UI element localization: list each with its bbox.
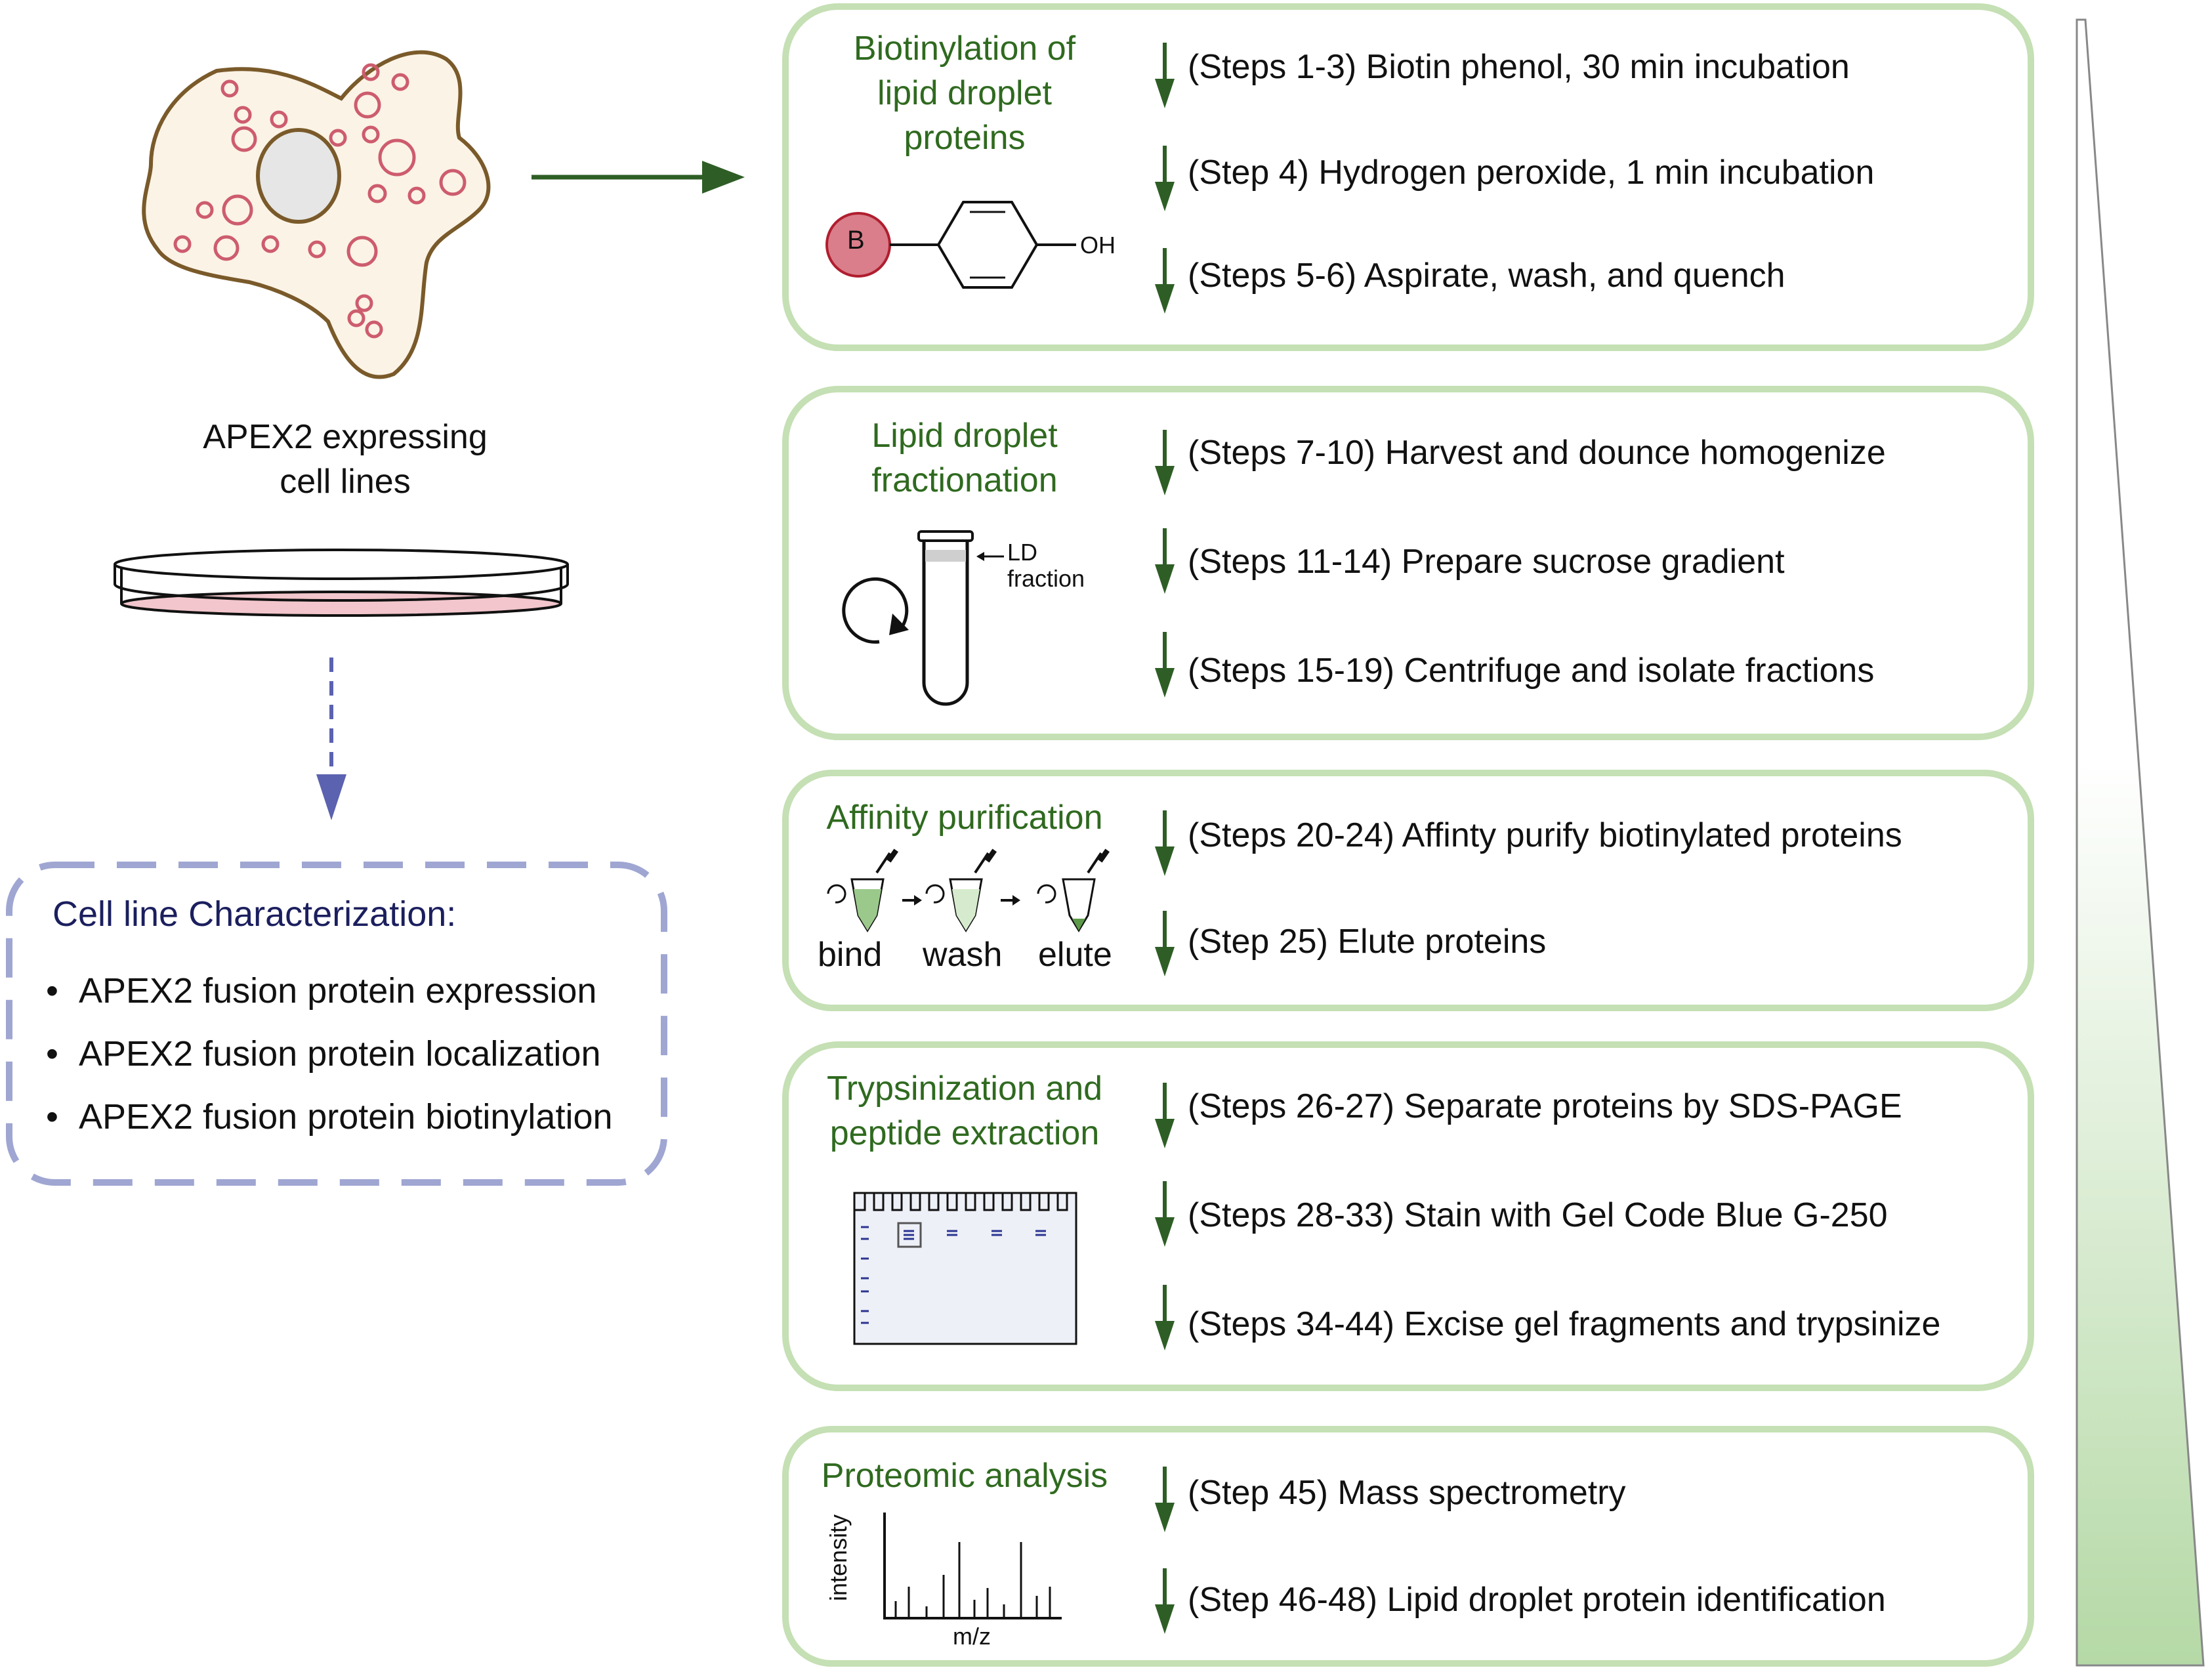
petri-dish xyxy=(114,549,569,617)
cell-label: APEX2 expressing cell lines xyxy=(118,415,572,504)
lipid-droplets xyxy=(173,63,467,339)
wash-tube xyxy=(925,848,1020,932)
cell-label-line1: APEX2 expressing xyxy=(203,418,488,456)
hydroxyl-label: OH xyxy=(1080,232,1116,259)
step-arrow xyxy=(1155,810,1175,876)
panel-2-title: Lipid droplet fractionation xyxy=(871,417,1058,499)
dashed-arrowhead xyxy=(316,774,346,820)
elute-label: elute xyxy=(1038,936,1112,974)
characterization-list: •APEX2 fusion protein expression •APEX2 … xyxy=(46,965,613,1154)
panel-3-title: Affinity purification xyxy=(826,799,1103,837)
bind-label: bind xyxy=(818,936,883,974)
step-arrow xyxy=(1155,146,1175,211)
wash-label: wash xyxy=(923,936,1003,974)
step-text: (Step 45) Mass spectrometry xyxy=(1188,1474,1626,1512)
characterization-title: Cell line Characterization: xyxy=(52,894,457,934)
step-arrow xyxy=(1155,911,1175,976)
biotin-bead-label: B xyxy=(847,226,865,255)
step-arrows xyxy=(1155,43,1175,1634)
affinity-tubes xyxy=(827,848,1110,932)
main-flow-arrowhead xyxy=(702,161,745,194)
step-arrow xyxy=(1155,632,1175,698)
spectrum-y-label: intensity xyxy=(825,1514,852,1601)
step-text: (Steps 28-33) Stain with Gel Code Blue G… xyxy=(1188,1196,1888,1234)
step-arrow xyxy=(1155,1467,1175,1532)
step-arrow xyxy=(1155,248,1175,314)
step-arrow xyxy=(1155,1568,1175,1634)
rotation-arrow xyxy=(842,577,909,644)
step-arrow xyxy=(1155,528,1175,594)
panel-4-title: Trypsinization and peptide extraction xyxy=(826,1070,1103,1152)
spectrum-x-label: m/z xyxy=(953,1623,991,1650)
step-arrow xyxy=(1155,1181,1175,1247)
bind-tube xyxy=(827,848,922,932)
step-text: (Step 46-48) Lipid droplet protein ident… xyxy=(1188,1581,1886,1619)
step-text: (Step 4) Hydrogen peroxide, 1 min incuba… xyxy=(1188,154,1875,192)
panel-4-border xyxy=(782,1041,2034,1391)
list-item: •APEX2 fusion protein expression xyxy=(46,971,597,1011)
panel-borders xyxy=(782,3,2034,1667)
panel-3-border xyxy=(782,770,2034,1011)
list-item: •APEX2 fusion protein localization xyxy=(46,1034,601,1074)
step-text: (Steps 7-10) Harvest and dounce homogeni… xyxy=(1188,434,1886,472)
panel-2-border xyxy=(782,386,2034,740)
excised-band xyxy=(897,1222,922,1248)
panel-5-title: Proteomic analysis xyxy=(821,1457,1108,1495)
step-text: (Steps 15-19) Centrifuge and isolate fra… xyxy=(1188,652,1875,690)
step-arrow xyxy=(1155,1083,1175,1148)
panel-1-border xyxy=(782,3,2034,351)
panel-1-title: Biotinylation of lipid droplet proteins xyxy=(853,30,1076,157)
biotin-phenol-molecule xyxy=(825,201,1076,289)
step-arrow xyxy=(1155,43,1175,108)
step-text: (Steps 20-24) Affinty purify biotinylate… xyxy=(1188,816,1902,854)
elute-tube xyxy=(1037,848,1110,932)
step-text: (Steps 5-6) Aspirate, wash, and quench xyxy=(1188,257,1785,295)
step-text: (Steps 1-3) Biotin phenol, 30 min incuba… xyxy=(1188,48,1850,86)
scale-wedge xyxy=(2076,18,2205,1667)
step-text: (Step 25) Elute proteins xyxy=(1188,923,1547,961)
cell-illustration xyxy=(142,50,491,379)
centrifuge-tube xyxy=(842,530,1004,706)
panel-5-border xyxy=(782,1426,2034,1667)
nucleus xyxy=(256,128,341,224)
sds-page-gel xyxy=(853,1192,1077,1345)
step-arrow xyxy=(1155,1285,1175,1350)
step-text: (Steps 26-27) Separate proteins by SDS-P… xyxy=(1188,1087,1902,1125)
ld-fraction-label: LD fraction xyxy=(1007,539,1085,592)
cell-label-line2: cell lines xyxy=(280,463,411,501)
step-text: (Steps 11-14) Prepare sucrose gradient xyxy=(1188,543,1785,581)
step-text: (Steps 34-44) Excise gel fragments and t… xyxy=(1188,1305,1941,1343)
list-item: •APEX2 fusion protein biotinylation xyxy=(46,1097,613,1137)
mass-spectrum xyxy=(883,1513,1062,1619)
characterization-box xyxy=(6,862,667,1186)
step-arrow xyxy=(1155,430,1175,495)
